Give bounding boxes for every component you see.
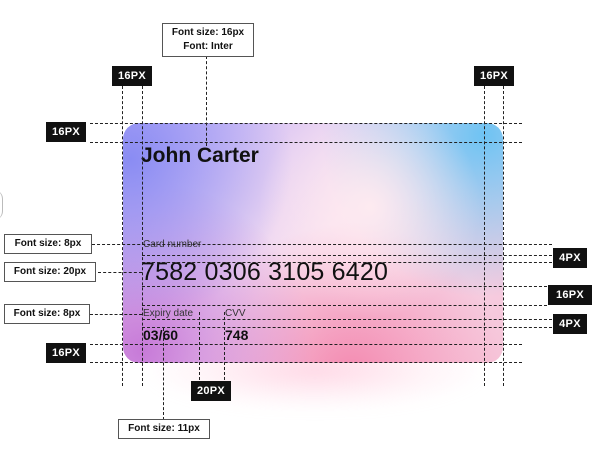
- tag-left-top-16px: 16PX: [112, 66, 152, 86]
- guide-horizontal-card-number-pointer: [98, 272, 142, 273]
- note-top-font-family: Font: Inter: [183, 41, 233, 52]
- note-card-number-label-size: Font size: 8px: [4, 234, 92, 254]
- guide-horizontal-expiry-pointer: [90, 314, 142, 315]
- card-holder-name: John Carter: [141, 144, 259, 167]
- note-top-font-size: Font size: 16px: [171, 27, 245, 38]
- tag-right-4px-b: 4PX: [553, 314, 587, 334]
- tag-gap-20px: 20PX: [191, 381, 231, 401]
- guide-vertical-name-pointer: [206, 56, 207, 146]
- note-card-number-size: Font size: 20px: [4, 262, 96, 282]
- note-top-font: Font size: 16px Font: Inter: [162, 23, 254, 57]
- expiry-date-label: Expiry date: [143, 308, 194, 319]
- guide-vertical-value-pointer: [163, 328, 164, 420]
- tag-right-4px-a: 4PX: [553, 248, 587, 268]
- guide-horizontal-content-top: [90, 142, 522, 143]
- guide-vertical-card-right: [503, 86, 504, 386]
- guide-horizontal-4px-b-top: [142, 319, 552, 320]
- guide-horizontal-16px-bottom: [142, 305, 547, 306]
- cvv-label: CVV: [225, 308, 246, 319]
- guide-vertical-content-left: [142, 86, 143, 386]
- tag-right-top-16px: 16PX: [474, 66, 514, 86]
- guide-horizontal-card-top: [90, 123, 522, 124]
- guide-vertical-content-right: [484, 86, 485, 386]
- guide-horizontal-content-bottom: [90, 344, 522, 345]
- guide-horizontal-16px-top: [142, 286, 547, 287]
- guide-horizontal-4px-b-bottom: [142, 327, 552, 328]
- note-value-size: Font size: 11px: [118, 419, 210, 439]
- tag-bottom-16px: 16PX: [46, 343, 86, 363]
- partial-element-left-edge: [0, 190, 3, 220]
- guide-vertical-card-left: [122, 86, 123, 386]
- guide-horizontal-card-number-label: [92, 244, 552, 245]
- guide-horizontal-4px-a-top: [142, 255, 552, 256]
- guide-horizontal-card-bottom: [90, 362, 522, 363]
- expiry-date-value: 03/60: [143, 327, 179, 343]
- cvv-value: 748: [225, 327, 249, 343]
- guide-horizontal-4px-a-bottom: [142, 262, 552, 263]
- guide-vertical-gap-left: [199, 312, 200, 380]
- note-expiry-label-size: Font size: 8px: [4, 304, 90, 324]
- tag-top-16px: 16PX: [46, 122, 86, 142]
- guide-vertical-gap-right: [224, 312, 225, 380]
- tag-right-16px: 16PX: [548, 285, 592, 305]
